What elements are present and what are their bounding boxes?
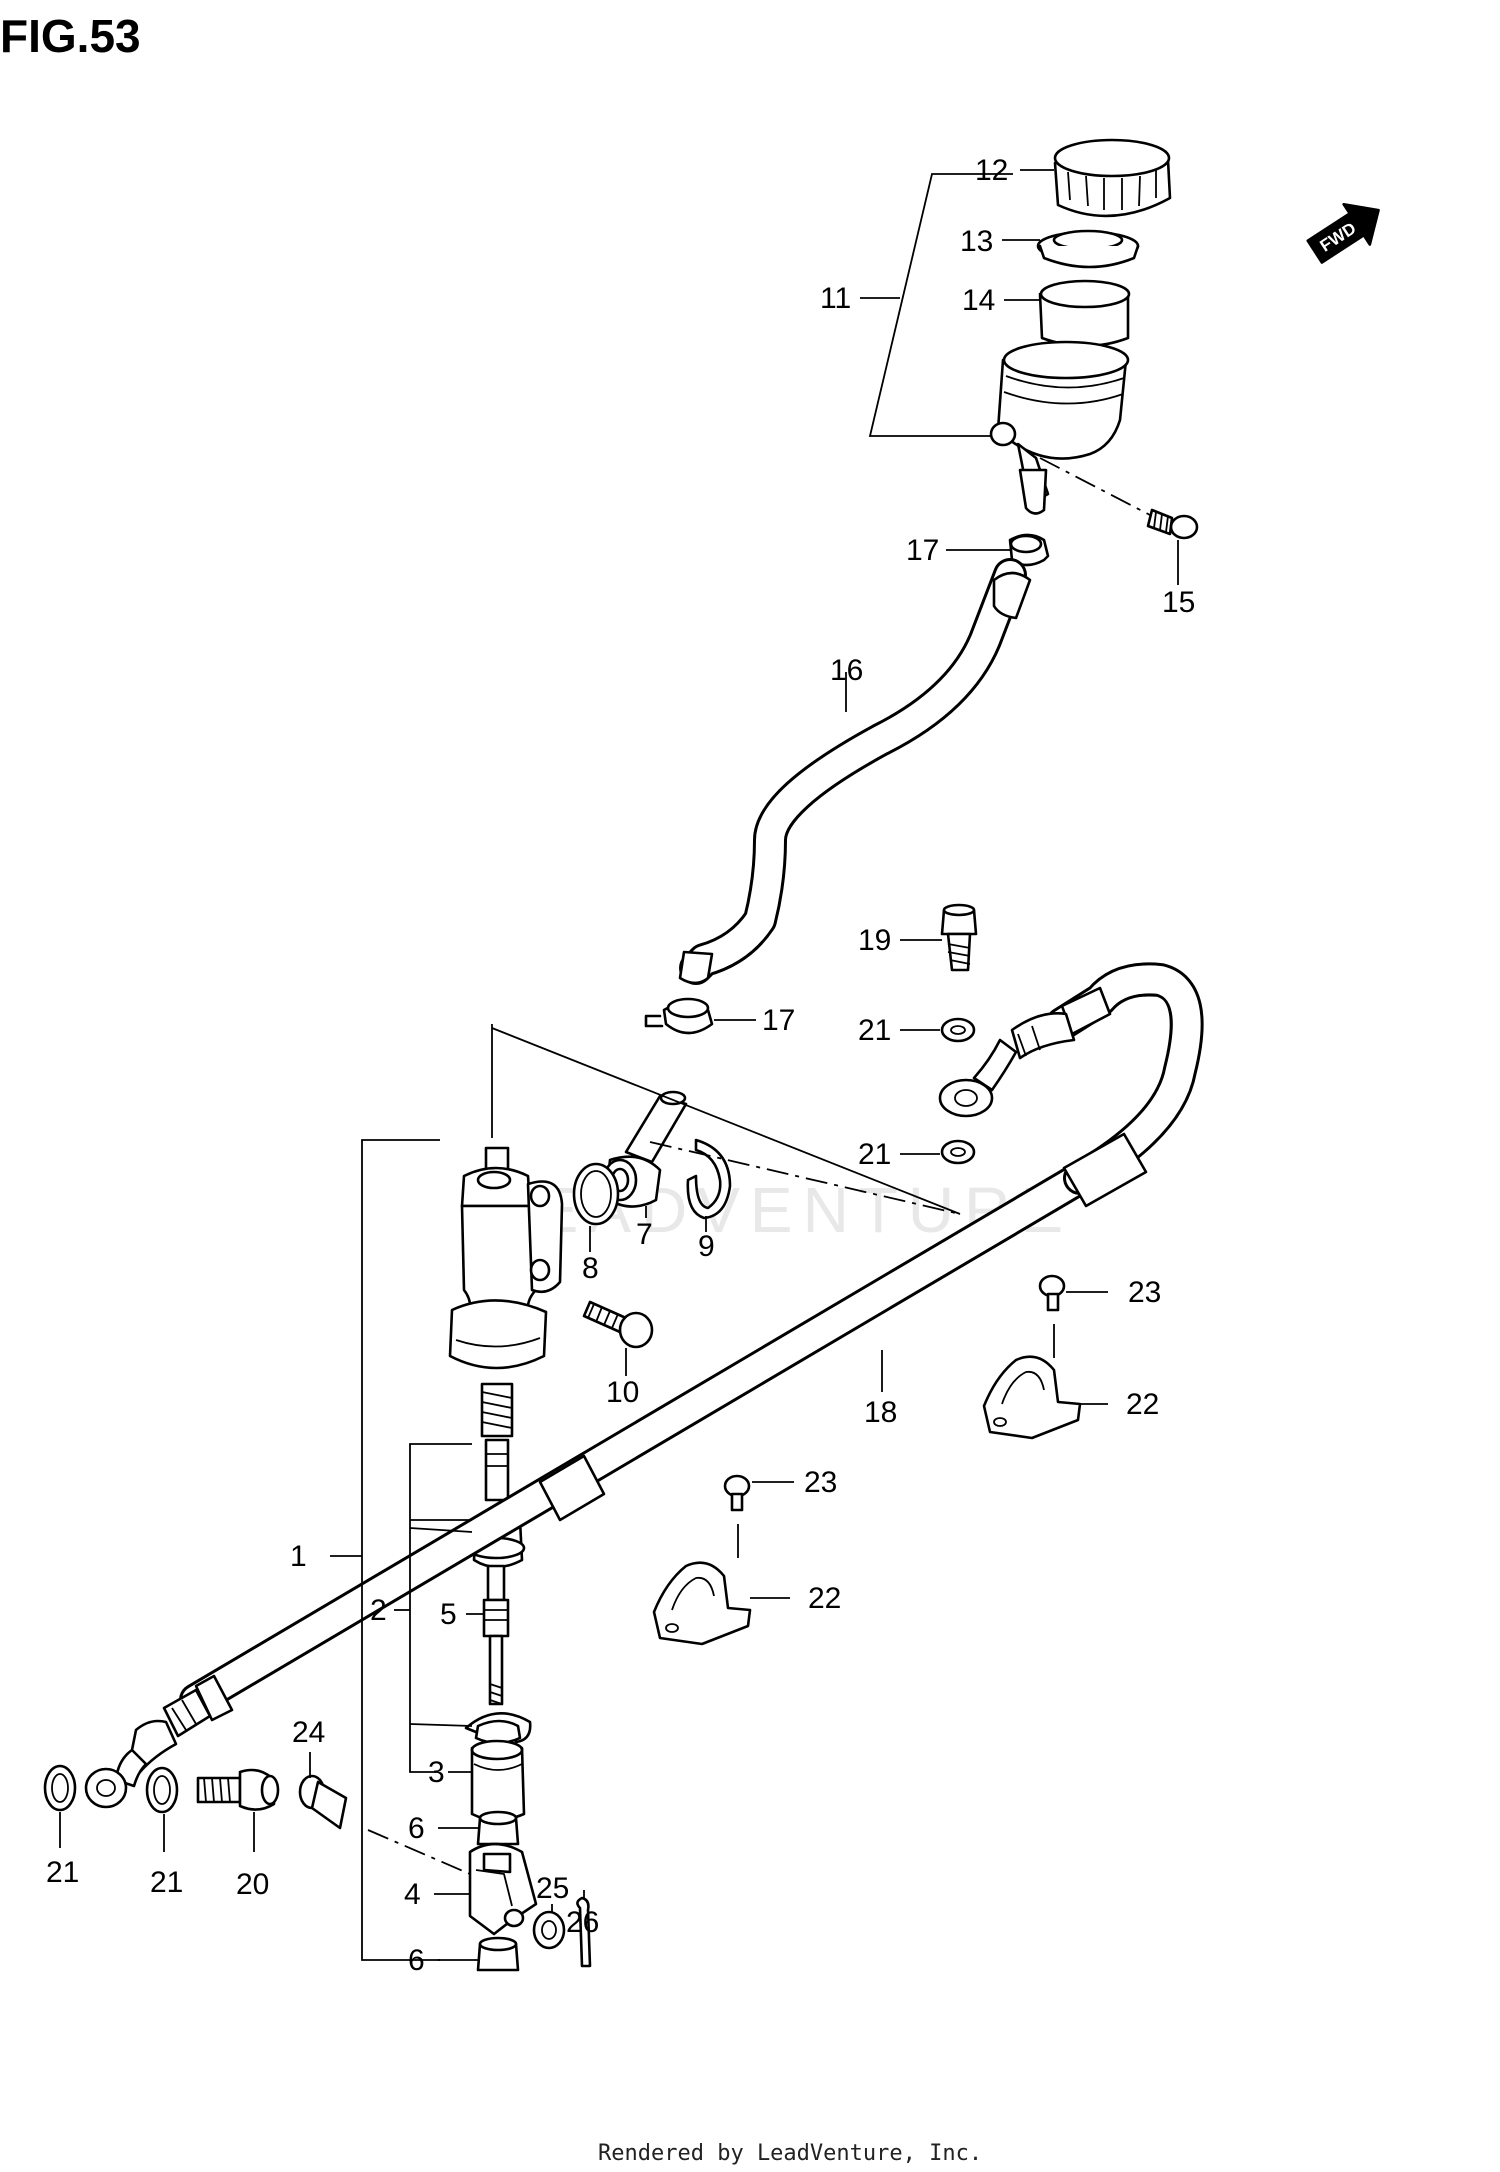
- return-spring: [480, 1382, 514, 1438]
- callout-22-b: 22: [808, 1582, 841, 1615]
- union-bolt-20: [196, 1768, 280, 1852]
- boot: [470, 1739, 526, 1822]
- master-cylinder-body: [448, 1146, 564, 1370]
- lock-nut-lower: [476, 1936, 520, 1972]
- leader-2c: [409, 1723, 473, 1727]
- washer: [532, 1904, 566, 1950]
- boot-circlip: [464, 1712, 532, 1745]
- callout-12: 12: [975, 154, 1008, 187]
- hose-clamp-22b: [652, 1561, 790, 1646]
- callout-18: 18: [864, 1396, 897, 1429]
- figure-title: FIG.53: [0, 10, 141, 62]
- cotter-pin: [576, 1890, 592, 1968]
- hose-clamp-lower: [644, 997, 714, 1035]
- clevis: [468, 1842, 538, 1936]
- diaphragm-plate: [1036, 229, 1140, 269]
- forward-direction-arrow: FWD: [1306, 202, 1380, 264]
- callout-24: 24: [292, 1716, 325, 1749]
- hose-clamp-22a: [982, 1355, 1108, 1440]
- sealing-washer-21a: [900, 1017, 976, 1043]
- callout-4: 4: [404, 1878, 421, 1911]
- callout-6-lower: 6: [408, 1944, 425, 1977]
- circlip: [686, 1138, 732, 1232]
- callout-7: 7: [636, 1218, 653, 1251]
- diaphragm: [1038, 279, 1131, 348]
- clevis-pin: [298, 1752, 348, 1830]
- callout-19: 19: [858, 924, 891, 957]
- sealing-washer-21c: [43, 1764, 77, 1848]
- callout-11: 11: [820, 282, 851, 315]
- callout-2: 2: [370, 1594, 387, 1627]
- callout-22-a: 22: [1126, 1388, 1159, 1421]
- centerline-clevis: [367, 1829, 471, 1875]
- bracket-2: [409, 1443, 472, 1773]
- callout-21-c: 21: [46, 1856, 79, 1889]
- callout-23-a: 23: [1128, 1276, 1161, 1309]
- bracket-1: [361, 1139, 440, 1961]
- leader-2b: [409, 1527, 473, 1533]
- callout-20: 20: [236, 1868, 269, 1901]
- reservoir-hose: [678, 558, 1032, 985]
- union-bolt-19: [900, 903, 978, 972]
- brake-hose: [84, 962, 1204, 1809]
- callout-9: 9: [698, 1230, 715, 1263]
- push-rod: [482, 1598, 510, 1706]
- sealing-washer-21b: [900, 1139, 976, 1165]
- lock-nut-upper: [476, 1810, 520, 1846]
- hose-clamp-upper: [1008, 533, 1050, 567]
- callout-21-a: 21: [858, 1014, 891, 1047]
- screw-23b: [723, 1474, 794, 1558]
- bracket-diag-mc: [491, 1027, 961, 1215]
- callout-26: 26: [566, 1906, 599, 1939]
- callout-10: 10: [606, 1376, 639, 1409]
- callout-21-d: 21: [150, 1866, 183, 1899]
- screw-15: [1146, 508, 1199, 585]
- leader-4: [434, 1880, 471, 1895]
- callout-8: 8: [582, 1252, 599, 1285]
- footer-credit: Rendered by LeadVenture, Inc.: [598, 2141, 982, 2166]
- callout-1: 1: [290, 1540, 307, 1573]
- callout-21-b: 21: [858, 1138, 891, 1171]
- bolt-10: [582, 1300, 654, 1376]
- callout-16: 16: [830, 654, 863, 687]
- reservoir-cap: [1053, 138, 1172, 218]
- callout-5: 5: [440, 1598, 457, 1631]
- callout-25: 25: [536, 1872, 569, 1905]
- sealing-washer-21d: [145, 1766, 179, 1852]
- callout-15: 15: [1162, 586, 1195, 619]
- reservoir-body: [989, 340, 1130, 515]
- callout-23-b: 23: [804, 1466, 837, 1499]
- callout-17-lower: 17: [762, 1004, 795, 1037]
- callout-3: 3: [428, 1756, 445, 1789]
- o-ring-8: [572, 1162, 620, 1252]
- bracket-11: [868, 173, 1013, 437]
- centerline-15: [1039, 457, 1151, 516]
- screw-23a: [1038, 1274, 1108, 1358]
- centerline-mc: [649, 1141, 961, 1215]
- callout-6-upper: 6: [408, 1812, 425, 1845]
- callout-14: 14: [962, 284, 995, 317]
- callout-17-upper: 17: [906, 534, 939, 567]
- callout-13: 13: [960, 225, 993, 258]
